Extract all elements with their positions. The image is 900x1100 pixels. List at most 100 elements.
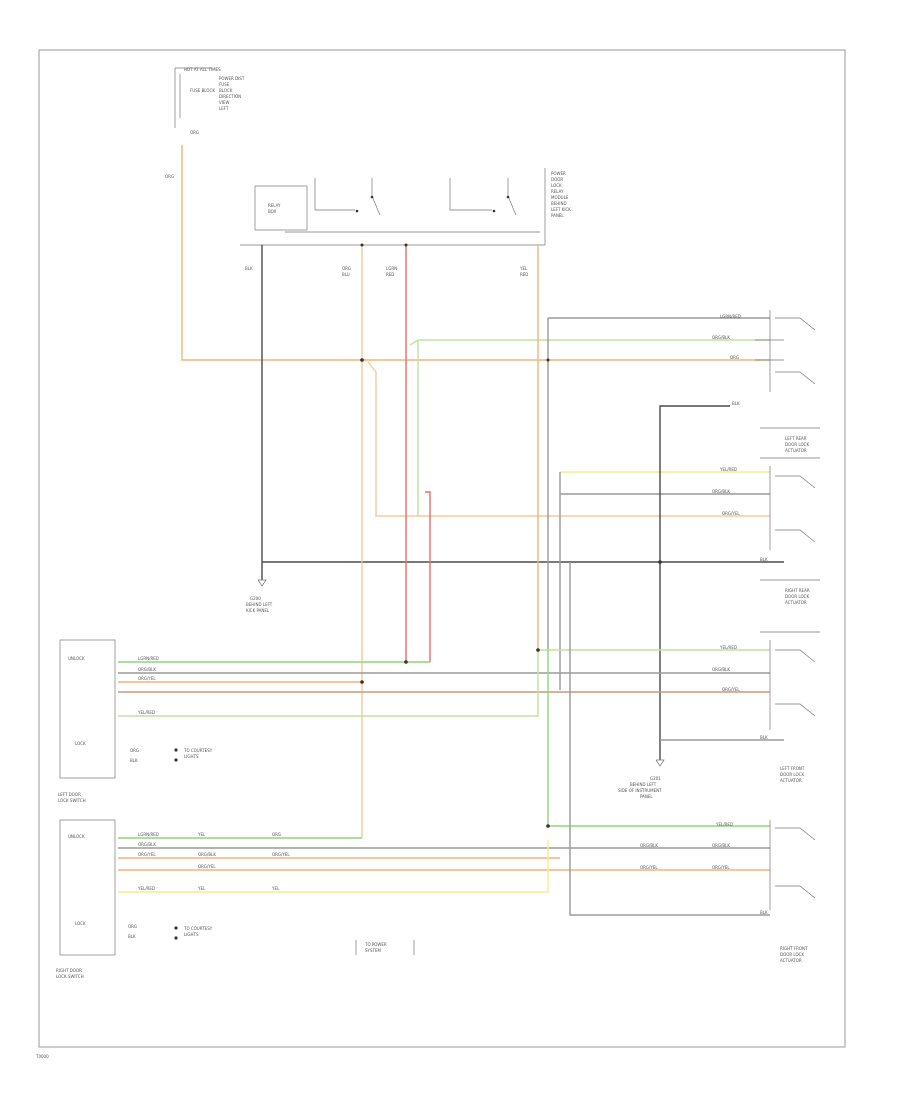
svg-text:FUSE: FUSE xyxy=(219,82,230,87)
wire-rds-yellow xyxy=(118,840,549,893)
svg-text:TO COURTESY: TO COURTESY xyxy=(183,748,213,753)
svg-text:ORG/BLK: ORG/BLK xyxy=(138,667,156,672)
ground-left: G200 BEHIND LEFT KICK PANEL xyxy=(246,579,273,613)
svg-text:POWER DIST: POWER DIST xyxy=(219,76,245,81)
wire-label-org-top-2: ORG xyxy=(165,174,174,179)
svg-text:PANEL: PANEL xyxy=(640,794,653,799)
fuse-description: POWER DIST FUSE BLOCK DIRECTION VIEW LEF… xyxy=(219,76,245,111)
svg-text:LOCK SWITCH: LOCK SWITCH xyxy=(58,798,86,803)
right-rear-actuator: RIGHT FRONT DOOR LOCK ACTUATOR YEL/RED O… xyxy=(640,820,816,963)
svg-text:DOOR LOCK: DOOR LOCK xyxy=(780,772,804,777)
svg-text:ORG/BLK: ORG/BLK xyxy=(712,335,730,340)
svg-text:RED: RED xyxy=(386,272,394,277)
svg-text:ORG: ORG xyxy=(730,355,739,360)
right-front-actuator: LEFT FRONT DOOR LOCK ACTUATOR YEL/RED OR… xyxy=(712,631,820,783)
svg-text:LGRN/RED: LGRN/RED xyxy=(138,656,159,661)
svg-text:LEFT FRONT: LEFT FRONT xyxy=(780,766,805,771)
svg-text:SIDE OF INSTRUMENT: SIDE OF INSTRUMENT xyxy=(618,788,662,793)
svg-text:LOCK: LOCK xyxy=(75,921,86,926)
svg-text:YEL/RED: YEL/RED xyxy=(719,467,737,472)
svg-text:RED: RED xyxy=(520,272,528,277)
svg-text:ORG: ORG xyxy=(128,924,137,929)
svg-text:YEL/RED: YEL/RED xyxy=(137,710,155,715)
fuse-block: HOT AT ALL TIMES FUSE BLOCK POWER DIST F… xyxy=(165,67,245,179)
hot-at-all-times-label: HOT AT ALL TIMES xyxy=(184,67,221,72)
right-switch-wire-tags: YEL ORG/BLK ORG/YEL YEL ORG ORG/YEL YEL xyxy=(197,832,290,891)
svg-text:YEL: YEL xyxy=(197,832,206,837)
svg-text:POWER: POWER xyxy=(551,171,566,176)
svg-text:G200: G200 xyxy=(250,596,261,601)
svg-text:ACTUATOR: ACTUATOR xyxy=(785,600,807,605)
svg-text:BLU: BLU xyxy=(342,272,350,277)
svg-text:LGRN/RED: LGRN/RED xyxy=(138,832,159,837)
svg-text:BEHIND: BEHIND xyxy=(551,201,567,206)
wire-light-green xyxy=(409,339,770,346)
relay-module-label: POWER DOOR LOCK RELAY MODULE BEHIND LEFT… xyxy=(551,171,571,218)
svg-text:YEL/RED: YEL/RED xyxy=(137,886,155,891)
svg-text:YEL/RED: YEL/RED xyxy=(715,822,733,827)
svg-text:RELAY: RELAY xyxy=(551,189,564,194)
svg-text:BLK: BLK xyxy=(245,266,253,271)
svg-text:PANEL: PANEL xyxy=(551,213,564,218)
svg-text:ORG/BLK: ORG/BLK xyxy=(712,843,730,848)
svg-text:LEFT REAR: LEFT REAR xyxy=(785,436,807,441)
footer-code: T0000 xyxy=(35,1054,49,1059)
svg-text:DOOR LOCK: DOOR LOCK xyxy=(785,442,809,447)
wire-lds-lgreen xyxy=(118,649,770,717)
svg-text:ORG/BLK: ORG/BLK xyxy=(712,489,730,494)
svg-text:TO COURTESY: TO COURTESY xyxy=(183,926,213,931)
svg-text:LOCK: LOCK xyxy=(75,741,86,746)
svg-text:MODULE: MODULE xyxy=(551,195,569,200)
svg-text:ORG/YEL: ORG/YEL xyxy=(712,865,730,870)
svg-text:KICK PANEL: KICK PANEL xyxy=(246,608,270,613)
left-door-lock-switch: UNLOCK LOCK LEFT DOOR LOCK SWITCH LGRN/R… xyxy=(58,639,213,803)
svg-text:BEHIND LEFT: BEHIND LEFT xyxy=(246,602,273,607)
svg-text:ACTUATOR: ACTUATOR xyxy=(785,448,807,453)
relay-box xyxy=(254,185,308,231)
svg-text:LGRN/RED: LGRN/RED xyxy=(720,314,741,319)
diagram-frame xyxy=(38,49,846,1048)
power-lock-relay-module: RELAY BOX POWER DOOR LOCK RELAY MODULE B… xyxy=(240,168,571,277)
wire-label-org-top: ORG xyxy=(190,130,199,135)
svg-text:RIGHT REAR: RIGHT REAR xyxy=(785,588,810,593)
svg-text:LEFT KICK: LEFT KICK xyxy=(551,207,571,212)
svg-text:UNLOCK: UNLOCK xyxy=(68,834,85,839)
svg-text:LEFT: LEFT xyxy=(219,106,229,111)
svg-text:LIGHTS: LIGHTS xyxy=(184,754,199,759)
svg-text:BLK: BLK xyxy=(760,557,768,562)
svg-text:BOX: BOX xyxy=(268,209,277,214)
wire-rds-gray-b xyxy=(569,562,770,916)
svg-text:ORG/YEL: ORG/YEL xyxy=(722,511,740,516)
svg-text:RELAY: RELAY xyxy=(268,203,281,208)
svg-text:ORG/YEL: ORG/YEL xyxy=(722,687,740,692)
wire-red-b xyxy=(425,491,431,662)
svg-text:YEL: YEL xyxy=(271,886,280,891)
svg-text:ORG/BLK: ORG/BLK xyxy=(712,667,730,672)
svg-text:ORG/YEL: ORG/YEL xyxy=(138,676,156,681)
svg-text:BLK: BLK xyxy=(128,934,136,939)
svg-text:RIGHT FRONT: RIGHT FRONT xyxy=(780,946,808,951)
ground-right: G201 BEHIND LEFT SIDE OF INSTRUMENT PANE… xyxy=(618,759,665,799)
svg-text:ORG/YEL: ORG/YEL xyxy=(198,864,216,869)
svg-text:ORG: ORG xyxy=(342,266,351,271)
svg-text:DIRECTION: DIRECTION xyxy=(219,94,241,99)
left-rear-actuator: RIGHT REAR DOOR LOCK ACTUATOR YEL/RED OR… xyxy=(712,457,820,605)
wire-rds-green-b xyxy=(547,650,770,827)
svg-text:SYSTEM: SYSTEM xyxy=(365,948,381,953)
svg-text:ORG/BLK: ORG/BLK xyxy=(198,852,216,857)
svg-text:LOCK: LOCK xyxy=(551,183,562,188)
splice-dots xyxy=(360,243,662,828)
svg-text:YEL/RED: YEL/RED xyxy=(719,645,737,650)
wire-org-blu-b xyxy=(367,361,770,517)
svg-text:BEHIND LEFT: BEHIND LEFT xyxy=(630,782,657,787)
svg-text:ORG/BLK: ORG/BLK xyxy=(138,842,156,847)
svg-text:YEL: YEL xyxy=(197,886,206,891)
svg-text:ACTUATOR: ACTUATOR xyxy=(780,778,802,783)
svg-text:BLK: BLK xyxy=(732,401,740,406)
svg-text:YEL: YEL xyxy=(519,266,528,271)
svg-text:LOCK SWITCH: LOCK SWITCH xyxy=(56,974,84,979)
svg-text:ACTUATOR: ACTUATOR xyxy=(780,958,802,963)
svg-text:ORG: ORG xyxy=(272,832,281,837)
wire-orange-feed xyxy=(181,145,770,361)
